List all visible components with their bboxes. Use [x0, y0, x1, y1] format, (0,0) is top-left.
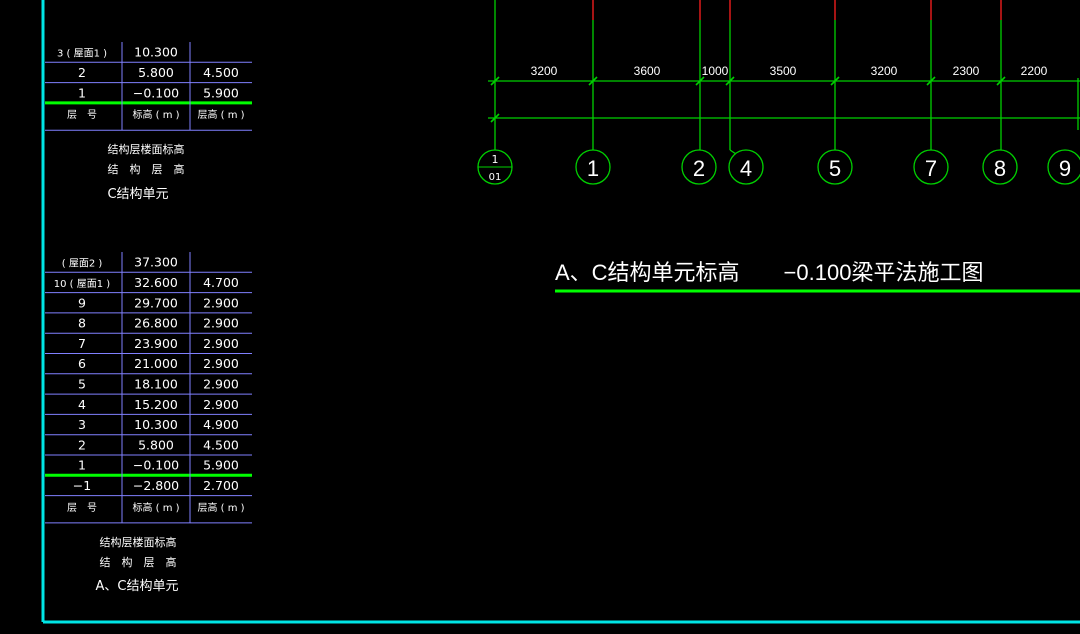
dimension-tick: [490, 113, 500, 123]
dimension-tick: [926, 76, 936, 86]
table-c-cell: 4.500: [203, 65, 239, 80]
dimension-label: 3600: [634, 64, 661, 78]
table-ac-header-cell: 标高 ( m ): [132, 501, 179, 514]
dimension-label: 2300: [953, 64, 980, 78]
table-ac-cell: 10 ( 屋面1 ): [54, 278, 111, 290]
table-ac-header-cell: 层高 ( m ): [197, 501, 244, 514]
table-c-header-cell: 层高 ( m ): [197, 108, 244, 121]
axis-bubble-1-bottom: 01: [489, 172, 502, 183]
table-ac-cell: 2.900: [203, 336, 239, 351]
table-ac-cell: 2.900: [203, 376, 239, 391]
axis-bubble-1-01: 1 01: [477, 149, 513, 185]
table-c-header-cell: 层 号: [67, 109, 97, 121]
dimension-tick: [996, 76, 1006, 86]
table-ac-cell: 21.000: [134, 356, 178, 371]
axis-bubble-label: 7: [925, 156, 937, 181]
table-ac-cell: 23.900: [134, 336, 178, 351]
table-ac-cell: 32.600: [134, 275, 178, 290]
table-ac-cell: −2.800: [133, 478, 179, 493]
table-ac-cell: 2.900: [203, 356, 239, 371]
table-c-unit-name: C结构单元: [107, 187, 168, 202]
table-ac-cell: 37.300: [134, 255, 178, 270]
table-ac-cell: 2.900: [203, 397, 239, 412]
dimension-label: 3200: [531, 64, 558, 78]
table-ac-cell: 4.700: [203, 275, 239, 290]
table-c-caption-height: 结 构 层 高: [108, 162, 185, 176]
table-ac-cell: −1: [73, 478, 91, 493]
dimension-label: 3500: [770, 64, 797, 78]
table-ac-cell: 5: [78, 376, 86, 391]
table-c-cell: 2: [78, 65, 86, 80]
table-ac-cell: −0.100: [133, 458, 179, 473]
table-ac-cell: 2.900: [203, 295, 239, 310]
table-ac-cell: 26.800: [134, 316, 178, 331]
axis-bubble-label: 8: [994, 156, 1006, 181]
dimension-tick: [725, 76, 735, 86]
table-ac-cell: 4.900: [203, 417, 239, 432]
table-c-cell: 10.300: [134, 45, 178, 60]
dimension-label: 2200: [1021, 64, 1048, 78]
dimension-tick: [588, 76, 598, 86]
axis-bubble-label: 5: [829, 156, 841, 181]
table-c-cell: 5.900: [203, 85, 239, 100]
axis-bubble-label: 2: [693, 156, 705, 181]
axis-bubble: [728, 149, 764, 185]
table-ac-caption-elevation: 结构层楼面标高: [100, 535, 177, 549]
table-ac-cell: 5.900: [203, 458, 239, 473]
table-ac-cell: 2.900: [203, 316, 239, 331]
axis-bubble-label: 4: [740, 156, 752, 181]
drawing-title: A、C结构单元标高 −0.100梁平法施工图: [555, 260, 983, 285]
axis-bubble: [575, 149, 611, 185]
table-ac-cell: 5.800: [138, 437, 174, 452]
dimension-tick: [830, 76, 840, 86]
table-c-cell: −0.100: [133, 85, 179, 100]
table-c-cell: 5.800: [138, 65, 174, 80]
table-ac-cell: 15.200: [134, 397, 178, 412]
axis-bubble: [1047, 149, 1080, 185]
dimension-label: 1000: [702, 64, 729, 78]
table-ac-cell: 3: [78, 417, 86, 432]
axis-leader-line: [729, 149, 737, 155]
axis-bubble: [913, 149, 949, 185]
table-c-caption-elevation: 结构层楼面标高: [108, 142, 185, 156]
table-ac-cell: 6: [78, 356, 86, 371]
dimension-tick: [695, 76, 705, 86]
axis-grid: 3200 3600 1000 3500 3200 2300 2200 1 2 4 5 7 8 9: [488, 0, 1080, 185]
table-ac-cell: 8: [78, 316, 86, 331]
table-ac-unit-name: A、C结构单元: [96, 579, 179, 594]
axis-bubble: [681, 149, 717, 185]
table-ac-header-cell: 层 号: [67, 502, 97, 514]
table-c-cell: 1: [78, 85, 86, 100]
axis-bubble-label: 1: [587, 156, 599, 181]
axis-bubble-label: 9: [1059, 156, 1071, 181]
table-ac-cell: 1: [78, 458, 86, 473]
table-ac-cell: 4.500: [203, 437, 239, 452]
table-ac-cell: 9: [78, 295, 86, 310]
table-c-header-cell: 标高 ( m ): [132, 108, 179, 121]
axis-bubble: [817, 149, 853, 185]
table-ac-cell: 29.700: [134, 295, 178, 310]
table-ac-cell: 10.300: [134, 417, 178, 432]
dimension-tick: [490, 76, 500, 86]
table-c-cell: 3 ( 屋面1 ): [57, 48, 107, 60]
table-ac-cell: ( 屋面2 ): [62, 258, 103, 270]
table-ac-cell: 7: [78, 336, 86, 351]
table-ac-cell: 2: [78, 437, 86, 452]
dimension-label: 3200: [871, 64, 898, 78]
floor-elevation-table-c: 3 ( 屋面1 ) 10.300 2 5.800 4.500 1 −0.100 5.900 层 …: [45, 42, 252, 131]
table-ac-cell: 4: [78, 397, 86, 412]
table-ac-cell: 2.700: [203, 478, 239, 493]
floor-elevation-table-ac: ( 屋面2 ) 37.300 10 ( 屋面1 ) 32.600 4.700 9 29.70…: [45, 252, 252, 524]
table-ac-caption-height: 结 构 层 高: [100, 555, 177, 569]
axis-bubble: [982, 149, 1018, 185]
table-ac-cell: 18.100: [134, 376, 178, 391]
axis-bubble-1-top: 1: [492, 153, 499, 166]
